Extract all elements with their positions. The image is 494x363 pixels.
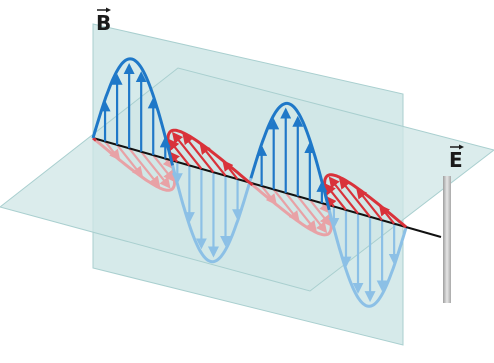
b-field-label: B bbox=[96, 13, 111, 33]
e-field-text: E bbox=[449, 148, 463, 172]
support-post bbox=[443, 176, 451, 303]
vector-arrow-icon bbox=[450, 144, 464, 150]
e-wave-curve-segment bbox=[93, 138, 96, 141]
vector-arrow-icon bbox=[97, 7, 111, 13]
b-field-text: B bbox=[96, 11, 111, 35]
e-field-label: E bbox=[449, 150, 463, 170]
